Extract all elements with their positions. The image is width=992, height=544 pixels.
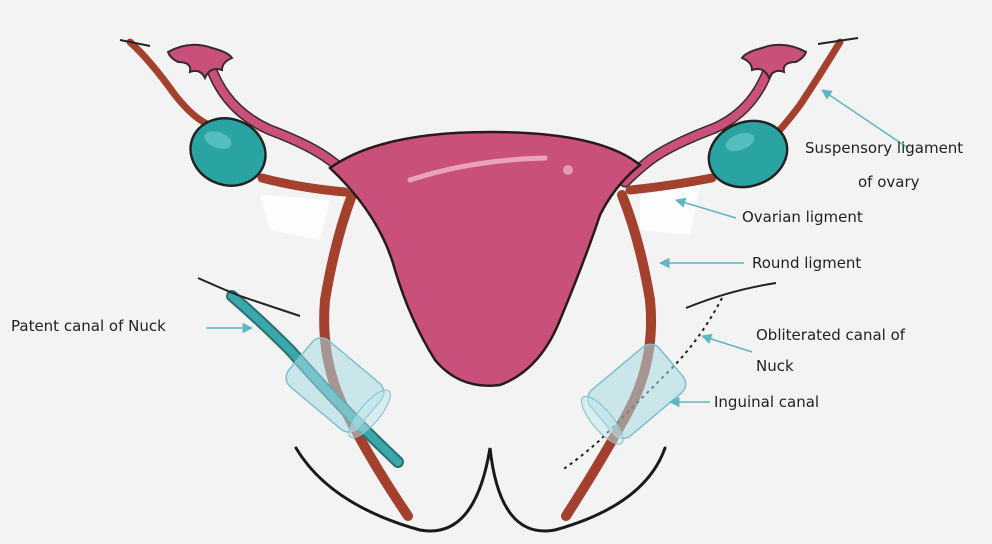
arrow-obliterated bbox=[702, 336, 752, 352]
label-obliterated-line2: Nuck bbox=[756, 356, 794, 376]
label-suspensory-line1: Suspensory ligament bbox=[805, 138, 963, 158]
label-suspensory-line2: of ovary bbox=[858, 172, 920, 192]
right-fimbriae bbox=[742, 45, 806, 78]
right-abdominal-wall-line bbox=[686, 283, 776, 308]
background-patch-right bbox=[640, 185, 700, 235]
label-patent-canal: Patent canal of Nuck bbox=[11, 316, 166, 336]
label-inguinal-canal: Inguinal canal bbox=[714, 392, 819, 412]
vulva-outline bbox=[296, 448, 665, 531]
label-ovarian-ligament: Ovarian ligment bbox=[742, 207, 863, 227]
label-obliterated-line1: Obliterated canal of bbox=[756, 325, 905, 345]
left-inguinal-canal bbox=[281, 333, 396, 443]
left-fimbriae bbox=[168, 45, 232, 78]
right-ovarian-ligament bbox=[630, 178, 712, 190]
uterus bbox=[330, 132, 640, 386]
background-patch-left bbox=[260, 195, 330, 240]
right-inguinal-canal bbox=[575, 339, 690, 449]
left-ovarian-ligament bbox=[262, 178, 345, 192]
label-round-ligament: Round ligment bbox=[752, 253, 861, 273]
